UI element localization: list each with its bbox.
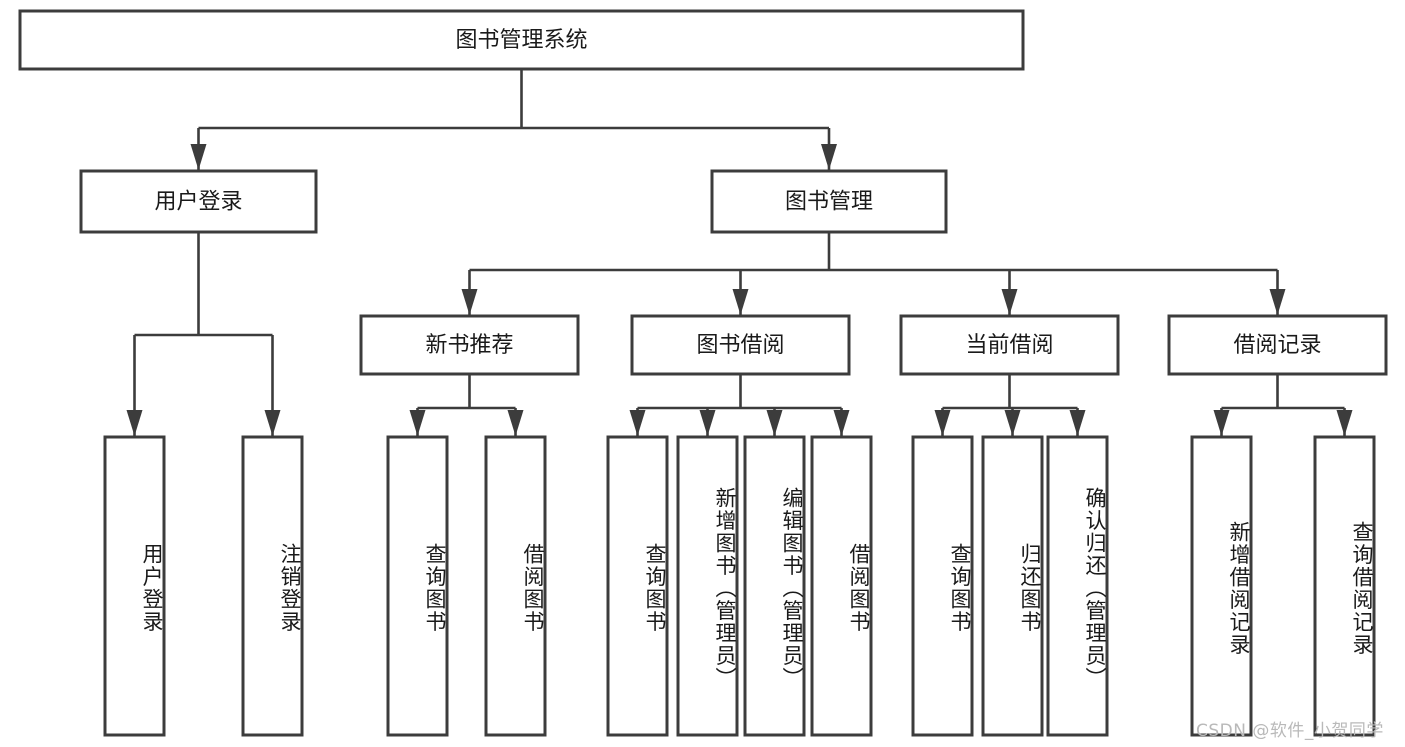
arrow-head-icon [732, 289, 749, 315]
node-box-book-borrow[interactable] [630, 314, 851, 376]
arrow-head-icon [507, 410, 524, 436]
node-leaf-query-book-rec[interactable] [386, 435, 449, 737]
node-box-leaf-confirm-return[interactable] [1046, 435, 1109, 737]
node-box-current-borrow[interactable] [899, 314, 1120, 376]
arrow-head-icon [1269, 289, 1286, 315]
node-box-leaf-logout[interactable] [241, 435, 304, 737]
arrow-head-icon [699, 410, 716, 436]
node-label-book-borrow: 图书借阅 [696, 333, 784, 358]
node-current-borrow[interactable]: 当前借阅 [899, 314, 1120, 376]
node-leaf-borrow-book[interactable] [810, 435, 873, 737]
node-box-leaf-add-record[interactable] [1190, 435, 1253, 737]
node-box-leaf-user-login[interactable] [103, 435, 166, 737]
arrow-head-icon [190, 144, 207, 170]
arrow-head-icon [126, 410, 143, 436]
node-box-leaf-borrow-book[interactable] [810, 435, 873, 737]
arrow-head-icon [264, 410, 281, 436]
node-box-leaf-add-book[interactable] [676, 435, 739, 737]
arrow-head-icon [629, 410, 646, 436]
node-leaf-add-record[interactable] [1190, 435, 1253, 737]
arrow-head-icon [1004, 410, 1021, 436]
arrow-head-icon [461, 289, 478, 315]
node-box-leaf-query-record[interactable] [1313, 435, 1376, 737]
csdn-watermark: CSDN @软件_小贺同学 [1196, 721, 1384, 741]
node-box-leaf-return-book[interactable] [981, 435, 1044, 737]
node-book-borrow[interactable]: 图书借阅 [630, 314, 851, 376]
node-label-current-borrow: 当前借阅 [965, 333, 1053, 358]
node-box-root[interactable] [18, 9, 1025, 71]
connectors-layer [126, 69, 1353, 436]
node-leaf-edit-book[interactable] [743, 435, 806, 737]
node-label-root: 图书管理系统 [455, 28, 587, 53]
node-leaf-confirm-return[interactable] [1046, 435, 1109, 737]
arrow-head-icon [1001, 289, 1018, 315]
node-leaf-query-book-cur[interactable] [911, 435, 974, 737]
arrow-head-icon [821, 144, 837, 170]
node-box-book-manage[interactable] [710, 169, 948, 234]
arrow-head-icon [409, 410, 426, 436]
node-leaf-query-record[interactable] [1313, 435, 1376, 737]
arrow-head-icon [1336, 410, 1353, 436]
node-label-new-book-rec: 新书推荐 [425, 333, 513, 358]
arrow-head-icon [1069, 410, 1086, 436]
arrow-head-icon [766, 410, 783, 436]
node-label-user-login: 用户登录 [154, 190, 242, 215]
node-leaf-add-book[interactable] [676, 435, 739, 737]
arrow-head-icon [934, 410, 951, 436]
arrow-head-icon [833, 410, 850, 436]
node-box-leaf-query-book-cur[interactable] [911, 435, 974, 737]
node-box-leaf-query-book-rec[interactable] [386, 435, 449, 737]
node-leaf-query-book-borrow[interactable] [606, 435, 669, 737]
node-leaf-logout[interactable] [241, 435, 304, 737]
arrow-head-icon [1213, 410, 1230, 436]
node-leaf-user-login[interactable] [103, 435, 166, 737]
node-box-borrow-record[interactable] [1167, 314, 1388, 376]
node-root[interactable]: 图书管理系统 [18, 9, 1025, 71]
node-leaf-borrow-book-rec[interactable] [484, 435, 547, 737]
node-box-leaf-borrow-book-rec[interactable] [484, 435, 547, 737]
node-borrow-record[interactable]: 借阅记录 [1167, 314, 1388, 376]
node-new-book-rec[interactable]: 新书推荐 [359, 314, 580, 376]
node-box-leaf-edit-book[interactable] [743, 435, 806, 737]
node-label-book-manage: 图书管理 [785, 190, 873, 215]
node-book-manage[interactable]: 图书管理 [710, 169, 948, 234]
node-leaf-return-book[interactable] [981, 435, 1044, 737]
node-box-new-book-rec[interactable] [359, 314, 580, 376]
node-box-user-login[interactable] [79, 169, 318, 234]
node-label-borrow-record: 借阅记录 [1233, 333, 1321, 358]
node-box-leaf-query-book-borrow[interactable] [606, 435, 669, 737]
node-user-login[interactable]: 用户登录 [79, 169, 318, 234]
